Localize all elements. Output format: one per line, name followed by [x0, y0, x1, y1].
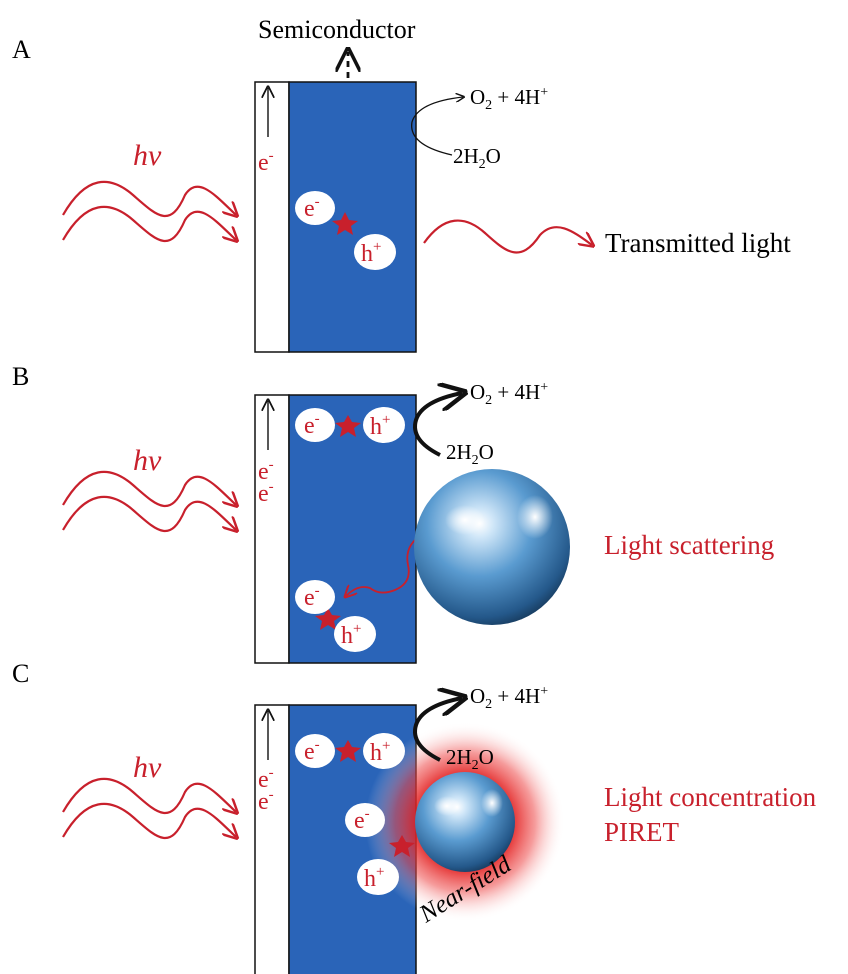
oxidation-arrow-a: [411, 97, 463, 156]
scattered-light-path: [346, 539, 416, 596]
panel-c: C e- e- O2 + 4H+ 2H2O hv e- h+ e- h+ Nea…: [12, 659, 817, 974]
electron-bubble-c-bottom: [345, 803, 385, 837]
transmitted-light-label: Transmitted light: [605, 228, 791, 258]
water-reactant-b: 2H2O: [446, 440, 494, 468]
panel-a-letter: A: [12, 35, 31, 64]
hv-label-b: hv: [133, 444, 162, 477]
o2-product-a: O2 + 4H+: [470, 85, 548, 113]
hole-label-b-bottom: h+: [341, 621, 361, 649]
metal-nanoparticle-c: [415, 772, 515, 872]
incident-light-wave-b2: [62, 495, 236, 531]
incident-light-wave-c1: [62, 777, 236, 813]
electron-label-b-bottom: e-: [304, 583, 320, 611]
hv-label-c: hv: [133, 751, 162, 784]
electron-label-c-top: e-: [304, 737, 320, 765]
semiconductor-label: Semiconductor: [258, 15, 416, 44]
electrode-electron-b1: e-: [258, 457, 274, 485]
hole-label-b-top: h+: [370, 412, 390, 440]
hole-label-c-top: h+: [370, 738, 390, 766]
light-scattering-label: Light scattering: [604, 530, 774, 560]
incident-light-wave-b1: [62, 470, 236, 506]
recombination-star-c-bottom: [389, 835, 415, 857]
oxidation-arrow-c: [413, 698, 462, 762]
electrode-electron-c2: e-: [258, 787, 274, 815]
hole-bubble-c-top: [363, 733, 405, 769]
oxidation-arrow-b: [413, 393, 462, 457]
incident-light-wave-c2: [62, 802, 236, 838]
hole-bubble-a: [354, 234, 396, 270]
recombination-star-b-bottom: [315, 608, 341, 630]
hole-bubble-b-top: [363, 407, 405, 443]
panel-b-letter: B: [12, 362, 29, 391]
electrode-b: [254, 394, 290, 664]
recombination-star-a: [332, 212, 358, 235]
water-reactant-c: 2H2O: [446, 745, 494, 773]
electron-label-c-bottom: e-: [354, 806, 370, 834]
hv-label-a: hv: [133, 139, 162, 172]
piret-label: PIRET: [604, 817, 680, 847]
electrode-a: [254, 81, 290, 353]
panel-c-letter: C: [12, 659, 29, 688]
electrode-electron-a: e-: [258, 148, 274, 176]
o2-product-c: O2 + 4H+: [470, 684, 548, 712]
light-concentration-label: Light concentration: [604, 782, 817, 812]
recombination-star-c-top: [335, 740, 361, 762]
panel-a: A Semiconductor e- O2 + 4H+ 2H2O hv e- h…: [12, 15, 791, 353]
incident-light-wave-a1: [62, 180, 236, 216]
electron-bubble-c-top: [295, 734, 335, 768]
recombination-star-b-top: [335, 415, 361, 437]
panel-b: B e- e- O2 + 4H+ 2H2O hv e- h+ e- h+ Lig…: [12, 362, 774, 664]
electron-label-b-top: e-: [304, 411, 320, 439]
metal-nanoparticle-b: [414, 469, 570, 625]
hole-label-c-bottom: h+: [364, 864, 384, 892]
electrode-electron-b2: e-: [258, 479, 274, 507]
electron-label-a: e-: [304, 194, 320, 222]
electrode-electron-c1: e-: [258, 765, 274, 793]
water-reactant-a: 2H2O: [453, 144, 501, 172]
hole-bubble-b-bottom: [334, 616, 376, 652]
transmitted-light-wave: [423, 219, 592, 254]
electrode-c: [254, 704, 290, 974]
incident-light-wave-a2: [62, 205, 236, 241]
electron-bubble-b-bottom: [295, 580, 335, 614]
electron-bubble-a: [295, 191, 335, 225]
electron-bubble-b-top: [295, 408, 335, 442]
hole-label-a: h+: [361, 239, 381, 267]
hole-bubble-c-bottom: [357, 859, 399, 895]
o2-product-b: O2 + 4H+: [470, 380, 548, 408]
